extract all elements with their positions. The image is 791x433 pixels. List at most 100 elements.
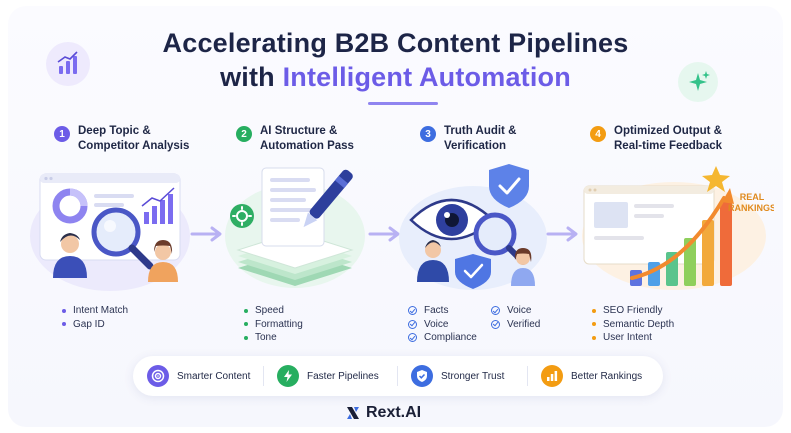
step-1-bullets: Intent Match Gap ID	[62, 304, 128, 331]
outcomes-bar: Smarter Content Faster Pipelines Stronge…	[133, 356, 663, 396]
step-1-title: Deep Topic & Competitor Analysis	[78, 124, 189, 154]
bullet-dot	[62, 322, 66, 327]
step-4-title: Optimized Output & Real-time Feedback	[614, 124, 722, 154]
list-item: User Intent	[592, 331, 674, 345]
outcome-label: Faster Pipelines	[307, 370, 379, 382]
step-3-header: 3 Truth Audit & Verification	[420, 124, 516, 154]
brand-name: Rext.AI	[366, 404, 422, 421]
step-4-bullets: SEO Friendly Semantic Depth User Intent	[592, 304, 674, 345]
flow-arrow-2	[368, 226, 400, 242]
step-3-title: Truth Audit & Verification	[444, 124, 516, 154]
step-4-title-line1: Optimized Output &	[614, 125, 722, 137]
bullet-text: Compliance	[424, 332, 477, 343]
step-1-header: 1 Deep Topic & Competitor Analysis	[54, 124, 189, 154]
bullet-text: Verified	[507, 318, 541, 330]
divider	[263, 366, 264, 386]
bar-chart-icon	[541, 365, 563, 387]
check-icon	[491, 306, 500, 316]
subtitle-highlight: Intelligent Automation	[282, 62, 571, 92]
bullet-dot	[62, 308, 66, 313]
flow-arrow-1	[190, 226, 222, 242]
target-icon	[147, 365, 169, 387]
bullet-text: Speed	[255, 305, 284, 316]
step-4-title-line2: Real-time Feedback	[614, 140, 723, 152]
outcome-stronger-trust: Stronger Trust	[411, 365, 504, 387]
divider	[527, 366, 528, 386]
subtitle-prefix: with	[220, 62, 283, 92]
eye-shield-illustration	[393, 158, 553, 290]
outcome-label: Smarter Content	[177, 370, 251, 382]
outcome-smarter-content: Smarter Content	[147, 365, 250, 387]
list-item: Voice	[408, 318, 477, 332]
bullet-text: Facts	[424, 305, 449, 316]
bullet-dot	[592, 335, 596, 340]
list-item: Compliance	[408, 331, 477, 345]
bullet-text: Voice	[424, 318, 449, 330]
list-item: Gap ID	[62, 318, 128, 332]
chart-deco-icon	[46, 42, 90, 86]
step-2-header: 2 AI Structure & Automation Pass	[236, 124, 354, 154]
list-item: SEO Friendly	[592, 304, 674, 318]
lightning-icon	[277, 365, 299, 387]
rext-logo-icon	[347, 407, 359, 419]
sparkle-deco-icon	[678, 62, 718, 102]
step-2-title-line2: Automation Pass	[260, 140, 354, 152]
step-2-number: 2	[236, 126, 252, 142]
step-2-title-line1: AI Structure &	[260, 125, 338, 137]
document-pen-illustration	[220, 158, 370, 288]
list-item: Semantic Depth	[592, 318, 674, 332]
step-2-bullets: Speed Formatting Tone	[244, 304, 303, 345]
brand-logo: Rext.AI	[345, 404, 421, 422]
bullet-text: Gap ID	[73, 318, 105, 330]
bullet-text: User Intent	[603, 332, 652, 343]
list-item: Tone	[244, 331, 303, 345]
step-3-bullets-col2: Voice Verified	[491, 304, 540, 331]
bullet-text: Tone	[255, 332, 277, 343]
check-icon	[408, 306, 417, 316]
bullet-dot	[244, 335, 248, 340]
bullet-dot	[592, 322, 596, 327]
step-3-number: 3	[420, 126, 436, 142]
badge-line2: RANKINGS	[728, 203, 774, 213]
page-title: Accelerating B2B Content Pipelines	[162, 28, 629, 58]
check-icon	[408, 333, 417, 343]
step-4-number: 4	[590, 126, 606, 142]
step-4-header: 4 Optimized Output & Real-time Feedback	[590, 124, 722, 154]
outcome-label: Better Rankings	[571, 370, 643, 382]
list-item: Intent Match	[62, 304, 128, 318]
growth-chart-illustration: REAL RANKINGS	[574, 158, 776, 290]
list-item: Verified	[491, 318, 540, 332]
title-underline	[368, 102, 438, 105]
step-1-title-line1: Deep Topic &	[78, 125, 151, 137]
flow-arrow-3	[546, 226, 578, 242]
outcome-label: Stronger Trust	[441, 370, 505, 382]
magnifier-analysis-illustration	[20, 166, 190, 291]
page-subtitle: with Intelligent Automation	[8, 62, 783, 93]
bullet-dot	[244, 322, 248, 327]
bullet-dot	[592, 308, 596, 313]
outcome-better-rankings: Better Rankings	[541, 365, 642, 387]
shield-check-icon	[411, 365, 433, 387]
bullet-text: SEO Friendly	[603, 305, 663, 316]
bullet-text: Intent Match	[73, 305, 129, 316]
step-1-number: 1	[54, 126, 70, 142]
list-item: Facts	[408, 304, 477, 318]
list-item: Voice	[491, 304, 540, 318]
bullet-text: Voice	[507, 305, 532, 316]
check-icon	[408, 319, 417, 329]
divider	[397, 366, 398, 386]
list-item: Speed	[244, 304, 303, 318]
bullet-text: Formatting	[255, 318, 303, 330]
badge-line1: REAL	[740, 192, 765, 202]
bullet-dot	[244, 308, 248, 313]
infographic-canvas: Accelerating B2B Content Pipelines with …	[8, 6, 783, 427]
step-3-bullets-col1: Facts Voice Compliance	[408, 304, 477, 345]
outcome-faster-pipelines: Faster Pipelines	[277, 365, 379, 387]
step-2-title: AI Structure & Automation Pass	[260, 124, 354, 154]
bullet-text: Semantic Depth	[603, 318, 675, 330]
step-3-title-line1: Truth Audit &	[444, 125, 517, 137]
step-1-title-line2: Competitor Analysis	[78, 140, 190, 152]
step-3-title-line2: Verification	[444, 140, 506, 152]
list-item: Formatting	[244, 318, 303, 332]
check-icon	[491, 319, 500, 329]
